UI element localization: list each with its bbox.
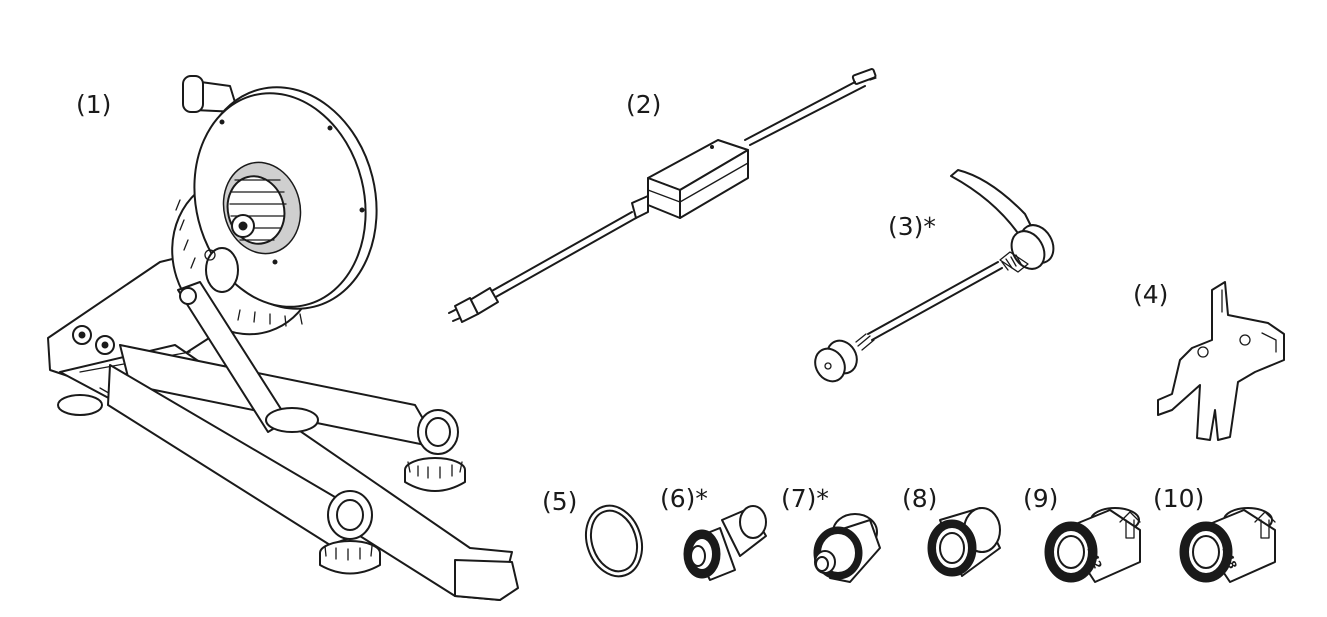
adapter-7-drawing [813, 513, 881, 583]
adapter-6-drawing [683, 505, 767, 581]
tool-plate-drawing [1157, 281, 1285, 441]
o-ring-drawing [585, 504, 643, 578]
adapter-9-drawing [1044, 507, 1141, 583]
power-adapter-drawing [448, 68, 877, 323]
adapter-8-drawing [927, 507, 1001, 577]
label-part-3: (3)* [888, 212, 936, 241]
adapter-10-drawing [1179, 507, 1276, 583]
label-part-6: (6)* [660, 484, 708, 513]
label-part-7: (7)* [781, 484, 829, 513]
label-part-2: (2) [626, 90, 662, 119]
label-part-4: (4) [1133, 280, 1169, 309]
label-part-5: (5) [542, 487, 578, 516]
thru-axle-drawing [814, 169, 1055, 383]
label-part-9: (9) [1023, 484, 1059, 513]
label-part-10: (10) [1153, 484, 1205, 513]
label-part-8: (8) [902, 484, 938, 513]
label-part-1: (1) [76, 90, 112, 119]
trainer-drawing [47, 75, 519, 601]
